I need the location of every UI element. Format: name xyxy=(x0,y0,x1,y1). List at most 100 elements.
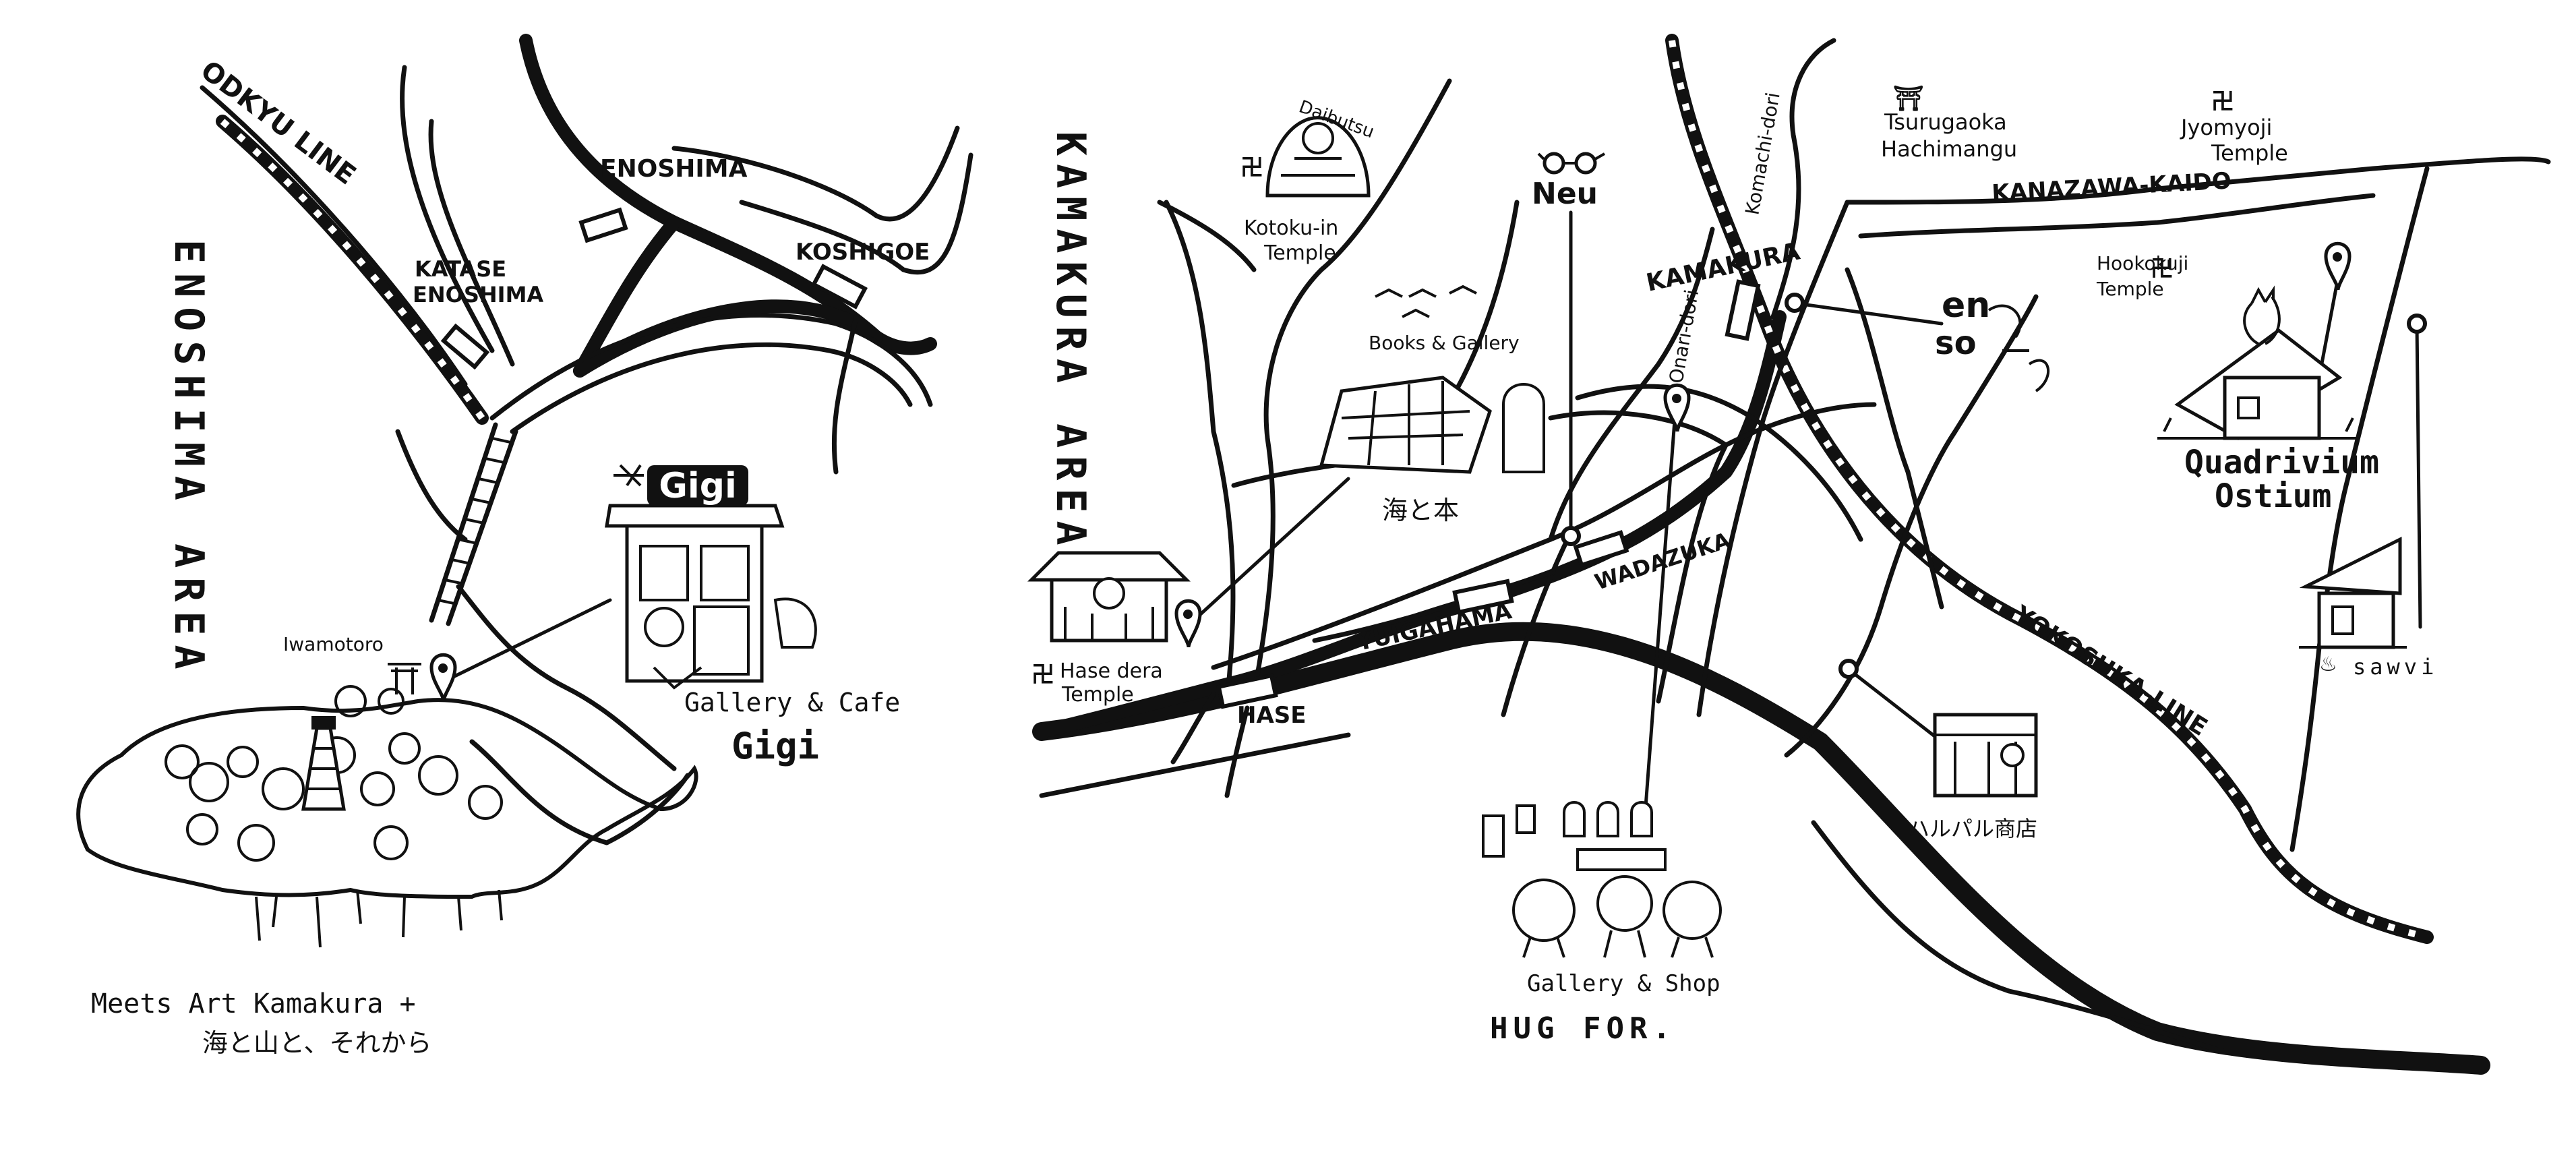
bridge-hatching xyxy=(438,437,511,605)
north-road-2 xyxy=(739,152,974,275)
tsurugaoka-shrine-symbol-icon: ⛩ xyxy=(1893,85,1924,113)
gigi-leader-line xyxy=(443,598,612,683)
gigi-map-pin-icon xyxy=(429,653,457,702)
hase-south-road xyxy=(1170,692,1216,765)
koshigoe-station-label: KOSHIGOE xyxy=(796,239,930,266)
quadrivium-label-1: Quadrivium xyxy=(2184,444,2379,481)
hugfor-leader-line xyxy=(1643,409,1677,818)
hugfor-type-label: Gallery & Shop xyxy=(1527,970,1720,997)
hasedera-label-1: Hase dera xyxy=(1060,659,1163,683)
kotokuin-temple-symbol-icon: 卍 xyxy=(1240,154,1263,181)
katase-station-box xyxy=(440,323,490,370)
tsurugaoka-label-1: Tsurugaoka xyxy=(1884,109,2007,135)
enoden-branch-track xyxy=(573,216,681,378)
kamakura-map: 卍 卍 卍 卍 ⛩ ♨ KAMAKURA AREA Daibutsu Kotok… xyxy=(1027,34,2551,1075)
harupal-leader-line xyxy=(1849,669,1944,744)
road-to-daibutsu xyxy=(1164,200,1236,704)
hase-station-label: HASE xyxy=(1237,702,1306,729)
umi-to-hon-label: 海と本 xyxy=(1382,496,1459,525)
yokosuka-line-ticks xyxy=(1669,40,2428,941)
neu-glasses-icon xyxy=(1537,152,1605,175)
hugfor-name-label: HUG FOR. xyxy=(1490,1011,1676,1046)
harupal-location-dot xyxy=(1838,659,1859,679)
sawvi-location-dot xyxy=(2407,314,2427,334)
komachi-dori-label: Komachi-dori xyxy=(1741,91,1784,217)
wadazuka-south-road xyxy=(1501,530,1574,717)
enso-label-1: en xyxy=(1942,285,1990,326)
harupal-shop-illustration xyxy=(1933,713,2038,798)
neu-location-dot xyxy=(1561,526,1581,546)
kotokuin-label-2: Temple xyxy=(1263,241,1336,265)
enso-logo-illustration xyxy=(1987,304,2049,392)
quadrivium-map-pin-icon xyxy=(2324,241,2352,291)
katase-station-label-1: KATASE xyxy=(415,256,506,282)
books-gallery-leader-line xyxy=(1185,477,1350,629)
hugfor-map-pin-icon xyxy=(1663,383,1691,432)
kamakura-station-label: KAMAKURA xyxy=(1644,238,1802,297)
island-trees-illustration xyxy=(164,685,503,862)
road xyxy=(200,85,468,387)
enso-label-2: so xyxy=(1935,324,1977,362)
enoshima-station-label: ENOSHIMA xyxy=(600,155,748,183)
far-east-road xyxy=(2289,166,2430,852)
hookokuji-label-2: Temple xyxy=(2096,278,2164,300)
kanazawa-kaido-road-2 xyxy=(1858,193,2376,239)
enoshima-area-label: ENOSHIMA AREA xyxy=(165,239,212,679)
yokosuka-line-label: YOKOSUKA-LINE xyxy=(2008,600,2212,742)
road-to-daibutsu-2 xyxy=(1251,78,1452,697)
west-hill-road xyxy=(1157,200,1257,272)
books-gallery-illustration xyxy=(1319,285,1545,474)
quadrivium-label-2: Ostium xyxy=(2215,477,2331,515)
island-cliff-marks xyxy=(255,889,503,948)
jyomyoji-temple-symbol-icon: 卍 xyxy=(2211,88,2234,115)
kanazawa-kaido-label: KANAZAWA-KAIDO xyxy=(1991,167,2231,207)
sawvi-house-illustration xyxy=(2299,536,2407,649)
enoshima-island-outline xyxy=(76,698,698,899)
footer-credit-line-1: Meets Art Kamakura + xyxy=(91,988,416,1019)
katase-station-label-2: ENOSHIMA xyxy=(413,282,543,307)
lighthouse-illustration xyxy=(301,716,346,811)
kanazawa-kaido-road xyxy=(1845,156,2551,205)
komachi-road xyxy=(1770,38,1836,320)
kamakura-station-box xyxy=(1725,279,1761,341)
wadazuka-north-road xyxy=(1548,227,1715,542)
river-road-2 xyxy=(400,65,495,353)
quadrivium-house-illustration xyxy=(2157,285,2360,440)
gigi-name-label: Gigi xyxy=(731,725,819,767)
gigi-sign-text: Gigi xyxy=(659,466,737,506)
coast-road-inner xyxy=(510,342,913,434)
river-road xyxy=(428,119,515,367)
hase-main-road xyxy=(1211,402,1877,670)
east-loop-road xyxy=(1845,267,1944,610)
hase-cross-road xyxy=(1224,705,1250,798)
books-gallery-map-pin-icon xyxy=(1174,599,1202,648)
odakyu-line-ticks xyxy=(220,119,485,420)
tsurugaoka-label-2: Hachimangu xyxy=(1881,136,2017,162)
enso-leader-line xyxy=(1795,301,1944,326)
gigi-cafe-illustration: Gigi xyxy=(605,464,817,690)
hookokuji-label-1: Hookokuji xyxy=(2097,252,2188,274)
coast-road xyxy=(489,313,933,421)
hasedera-illustration xyxy=(1027,551,1191,643)
wadazuka-station-box xyxy=(1573,530,1629,568)
north-road xyxy=(671,125,960,222)
yuigahama-road xyxy=(1312,570,1553,643)
iwamotoro-label: Iwamotoro xyxy=(283,633,384,655)
yuigahama-station-box xyxy=(1452,578,1514,615)
central-road-2 xyxy=(1656,442,1729,704)
sawvi-label: sawvi xyxy=(2353,654,2438,680)
jyomyoji-label-1: Jyomyoji xyxy=(2180,115,2272,140)
kamakura-coastline xyxy=(1032,622,2490,1075)
kamakura-area-label: KAMAKURA AREA xyxy=(1047,131,1094,554)
quadrivium-leader-line xyxy=(2317,276,2340,380)
shore-inner xyxy=(456,584,677,771)
hasedera-label-2: Temple xyxy=(1061,683,1134,707)
coast-road-west xyxy=(1039,732,1351,798)
neu-label: Neu xyxy=(1532,177,1598,211)
enoden-south-track xyxy=(573,299,883,378)
enso-location-dot xyxy=(1785,293,1805,313)
hasedera-temple-symbol-icon: 卍 xyxy=(1031,661,1054,688)
wadazuka-loop xyxy=(1548,410,1729,448)
hookokuji-temple-symbol-icon: 卍 xyxy=(2151,256,2174,283)
